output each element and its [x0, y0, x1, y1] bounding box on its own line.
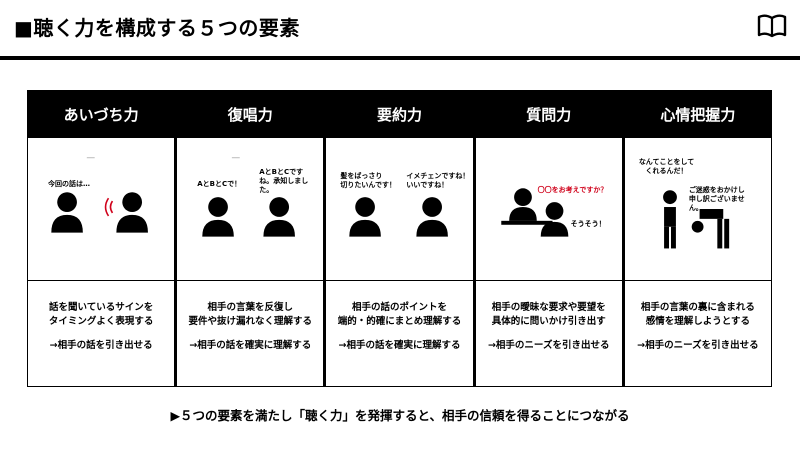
- speech-bubble: AとBとCで！: [197, 180, 242, 188]
- element-column-aizuchi: あいづち力 今回の話は… 話を聞いているサインを タイミングよく表現する →相手…: [28, 91, 175, 386]
- illustration-fukusho: AとBとCで！ AとBとCです ね。承知しました。: [177, 137, 324, 281]
- column-heading: 心情把握力: [624, 91, 772, 137]
- illustration-shitsumon: 〇〇をお考えですか？ そうそう！: [475, 137, 622, 281]
- speech-bubble: 今回の話は…: [48, 180, 90, 188]
- speech-bubble: 髪をばっさり切りたいんです！: [340, 172, 397, 189]
- speech-bubble-question: 〇〇をお考えですか？: [537, 186, 608, 194]
- element-column-yoyaku: 要約力 髪をばっさり切りたいんです！ イメチェンですね！いいですね！ 相手の話の…: [326, 91, 473, 386]
- speech-bubble: なんてことをしてくれるんだ！: [638, 158, 695, 175]
- description-line: 相手の曖昧な要求や要望を: [491, 302, 606, 313]
- column-result: →相手のニーズを引き出せる: [487, 339, 610, 351]
- speech-bubble-reply: AとBとCです ね。承知しました。: [259, 168, 309, 194]
- desk-conversation-icon: [500, 188, 568, 237]
- speech-bubble-reply: ご迷惑をおかけし申し訳ございません。: [688, 186, 745, 212]
- illustration-aizuchi: 今回の話は…: [28, 137, 175, 281]
- illustration-yoyaku: 髪をばっさり切りたいんです！ イメチェンですね！いいですね！: [326, 137, 473, 281]
- column-heading: 質問力: [475, 91, 622, 137]
- description-line: 感情を理解しようとする: [645, 315, 751, 327]
- column-description: 相手の曖昧な要求や要望を 具体的に問いかけ引き出す →相手のニーズを引き出せる: [476, 281, 622, 386]
- description-line: 端的・的確にまとめ理解する: [337, 315, 462, 327]
- column-result: →相手の話を確実に理解する: [189, 339, 312, 351]
- header: ■聴く力を構成する５つの要素: [0, 0, 800, 60]
- column-result: →相手のニーズを引き出せる: [637, 339, 759, 351]
- speech-bubble-reply: そうそう！: [570, 220, 606, 228]
- column-result: →相手の話を確実に理解する: [338, 339, 461, 351]
- open-book-icon[interactable]: [757, 13, 787, 39]
- description-line: 相手の言葉を反復し: [207, 302, 294, 313]
- description-line: 要件や抜け漏れなく理解する: [188, 315, 313, 327]
- two-people-icon: [202, 157, 296, 237]
- element-column-shitsumon: 質問力 〇〇をお考えですか？ そうそう！ 相手の曖昧な要求や要望を 具体的に問い…: [475, 91, 622, 386]
- illustration-shinjo: なんてことをしてくれるんだ！ ご迷惑をおかけし申し訳ございません。: [624, 137, 772, 281]
- column-result: →相手の話を引き出せる: [49, 339, 153, 351]
- column-description: 相手の言葉の裏に含まれる 感情を理解しようとする →相手のニーズを引き出せる: [625, 281, 771, 386]
- description-line: 相手の話のポイントを: [352, 302, 448, 313]
- page-title: ■聴く力を構成する５つの要素: [14, 16, 300, 40]
- column-heading: 復唱力: [177, 91, 324, 137]
- two-people-icon: [51, 157, 148, 233]
- header-divider: [0, 56, 800, 60]
- apology-icon: [662, 190, 729, 249]
- column-description: 相手の言葉を反復し 要件や抜け漏れなく理解する →相手の話を確実に理解する: [177, 281, 323, 386]
- description-line: 相手の言葉の裏に含まれる: [640, 302, 755, 313]
- column-description: 話を聞いているサインを タイミングよく表現する →相手の話を引き出せる: [28, 281, 174, 386]
- two-people-icon: [349, 197, 449, 237]
- description-line: 話を聞いているサインを: [48, 302, 154, 313]
- column-heading: あいづち力: [28, 91, 175, 137]
- description-line: 具体的に問いかけ引き出す: [491, 315, 606, 327]
- element-column-fukusho: 復唱力 AとBとCで！ AとBとCです ね。承知しました。 相手の言葉を反復し …: [177, 91, 324, 386]
- footer-conclusion: ▶５つの要素を満たし「聴く力」を発揮すると、相手の信頼を得ることにつながる: [170, 408, 630, 423]
- speech-bubble-reply: イメチェンですね！いいですね！: [406, 172, 470, 189]
- description-line: タイミングよく表現する: [48, 315, 154, 327]
- column-description: 相手の話のポイントを 端的・的確にまとめ理解する →相手の話を確実に理解する: [326, 281, 472, 386]
- elements-table: あいづち力 今回の話は… 話を聞いているサインを タイミングよく表現する →相手…: [27, 90, 772, 387]
- element-column-shinjo: 心情把握力 なんてことをしてくれるんだ！ ご迷惑をおかけし申し訳ございません。 …: [624, 91, 772, 386]
- column-heading: 要約力: [326, 91, 473, 137]
